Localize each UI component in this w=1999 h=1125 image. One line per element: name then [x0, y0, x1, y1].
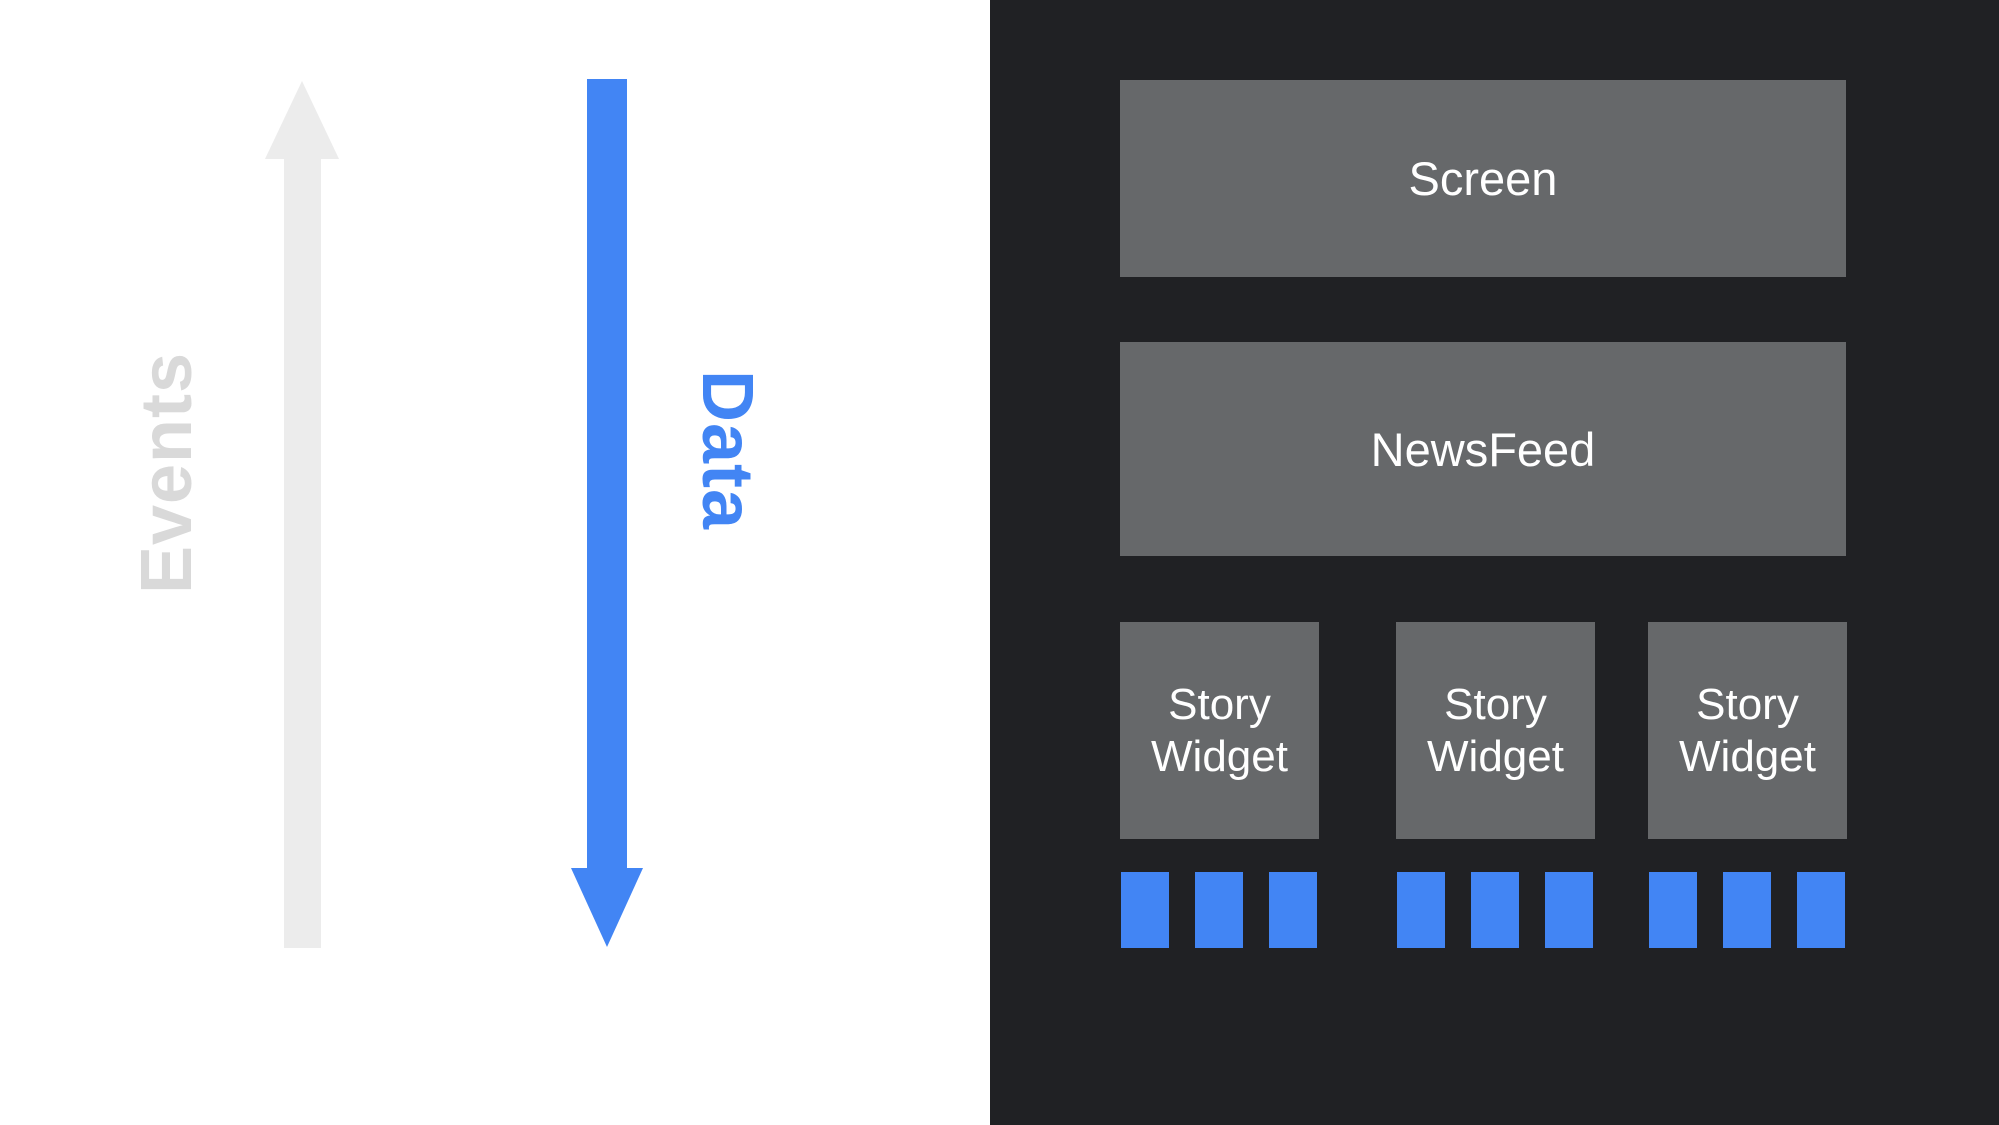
- down-arrow-shaft: [587, 79, 627, 868]
- up-arrowhead-icon: [265, 81, 339, 159]
- data-down-arrow-icon: [571, 79, 643, 947]
- events-up-arrow-icon: [265, 81, 339, 948]
- data-tile: [1397, 872, 1445, 948]
- story-widget-box: Story Widget: [1648, 622, 1847, 839]
- data-tile: [1269, 872, 1317, 948]
- story-widget-box: Story Widget: [1120, 622, 1319, 839]
- data-tile: [1649, 872, 1697, 948]
- up-arrow-shaft: [283, 159, 321, 948]
- data-tile: [1723, 872, 1771, 948]
- screen-box: Screen: [1120, 80, 1846, 277]
- story-widget-box: Story Widget: [1396, 622, 1595, 839]
- data-tile: [1471, 872, 1519, 948]
- data-tile: [1797, 872, 1845, 948]
- data-tile: [1121, 872, 1169, 948]
- widget-tree-panel: Screen NewsFeed Story Widget Story Widge…: [990, 0, 1999, 1125]
- data-tile: [1545, 872, 1593, 948]
- down-arrowhead-icon: [571, 868, 643, 947]
- data-tile: [1195, 872, 1243, 948]
- events-label: Events: [127, 351, 207, 595]
- data-label: Data: [687, 369, 767, 531]
- newsfeed-box: NewsFeed: [1120, 342, 1846, 556]
